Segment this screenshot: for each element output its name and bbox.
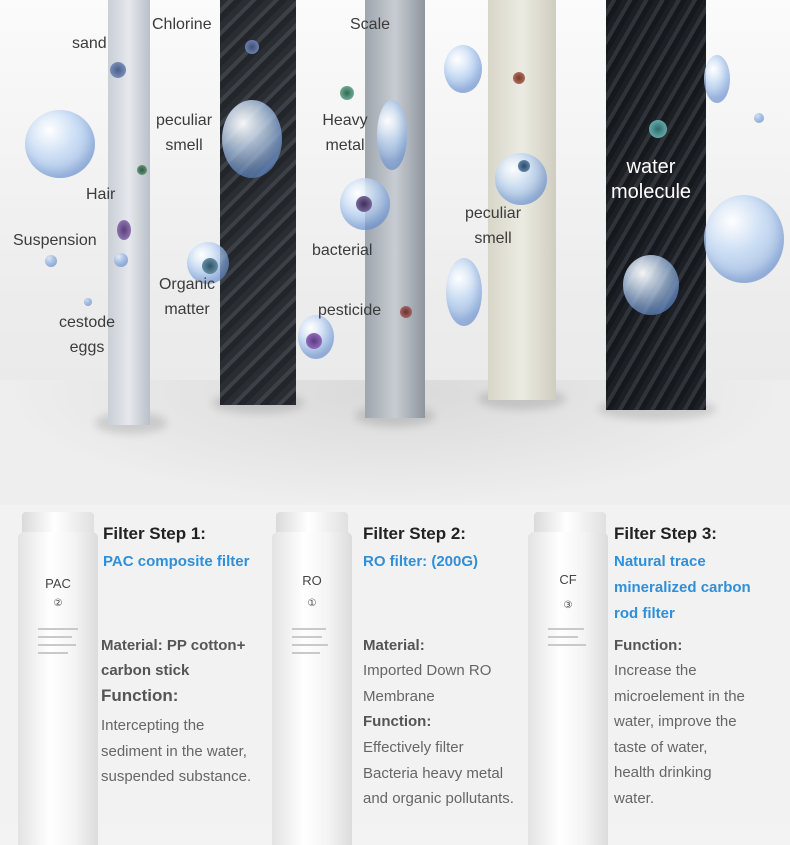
cartridge-fine-print: [38, 652, 68, 654]
cartridge-number: ①: [307, 598, 317, 609]
cartridge-cf: [528, 532, 608, 845]
label-heavy-metal: Heavy metal: [322, 112, 368, 154]
label-hair: Hair: [86, 186, 116, 203]
cartridge-fine-print: [292, 644, 328, 646]
step-2-filter-name: RO filter: (200G): [363, 553, 479, 570]
bacteria-icon: [306, 333, 322, 349]
step-1-material-label: Material: PP cotton+: [101, 637, 246, 654]
cartridge-ro: [272, 532, 352, 845]
label-chlorine: Chlorine: [152, 16, 212, 33]
cartridge-fine-print: [548, 644, 586, 646]
bacteria-icon: [649, 120, 667, 138]
cartridge-fine-print: [38, 644, 76, 646]
water-bubble: [25, 110, 95, 178]
cartridge-label: PAC: [45, 576, 71, 591]
water-bubble: [84, 298, 92, 306]
step-1-function-label: Function:: [101, 686, 179, 705]
cartridge-fine-print: [38, 636, 72, 638]
water-bubble: [704, 195, 784, 283]
filtration-illustration: sand Chlorine peculiar smell Hair Suspen…: [0, 0, 790, 505]
label-organic-matter: Organic matter: [158, 276, 216, 318]
label-sand: sand: [72, 35, 107, 52]
filter-layer-mineral-carbon: [606, 0, 706, 410]
step-2-function-label: Function:: [363, 713, 432, 730]
cartridge-fine-print: [548, 628, 584, 630]
cartridge-pac: [18, 532, 98, 845]
cartridge-fine-print: [38, 628, 78, 630]
suspension-particle-icon: [117, 220, 131, 240]
label-water-molecule: water molecule: [610, 156, 692, 203]
water-bubble: [114, 253, 128, 267]
step-2-function-text: Effectively filter Bacteria heavy metal …: [363, 739, 514, 807]
label-scale: Scale: [350, 16, 391, 33]
step-2-material-label: Material:: [363, 637, 425, 654]
label-pesticide: pesticide: [318, 302, 382, 319]
cartridge-fine-print: [292, 636, 322, 638]
chlorine-particle-icon: [245, 40, 259, 54]
water-bubble: [45, 255, 57, 267]
cartridge-label: RO: [302, 573, 322, 588]
cartridge-label: CF: [559, 572, 577, 587]
label-cestode-eggs: cestode eggs: [58, 314, 116, 356]
step-3-function-label: Function:: [614, 637, 683, 654]
cartridge-fine-print: [548, 636, 578, 638]
step-1-material-value: carbon stick: [101, 662, 190, 679]
step-3-function-text: Increase the microelement in the water, …: [614, 662, 745, 807]
sand-particle-icon: [110, 62, 126, 78]
water-bubble: [623, 255, 679, 315]
water-bubble: [446, 258, 482, 326]
label-peculiar-smell-2: peculiar smell: [464, 205, 522, 247]
water-bubble: [704, 55, 730, 103]
label-peculiar-smell-1: peculiar smell: [155, 112, 213, 154]
organic-particle-icon: [202, 258, 218, 274]
water-bubble: [444, 45, 482, 93]
cartridge-fine-print: [292, 628, 326, 630]
cartridge-number: ②: [53, 598, 63, 609]
pesticide-particle-icon: [400, 306, 412, 318]
cartridge-fine-print: [292, 652, 320, 654]
peculiar-smell-particle-icon: [518, 160, 530, 172]
scale-particle-icon: [513, 72, 525, 84]
water-bubble: [222, 100, 282, 178]
step-3-heading: Filter Step 3:: [614, 524, 717, 543]
step-1-function-text: Intercepting the sediment in the water, …: [101, 717, 252, 785]
water-bubble: [377, 100, 407, 170]
label-bacterial: bacterial: [312, 242, 373, 259]
step-2-heading: Filter Step 2:: [363, 524, 466, 543]
step-2-material-value: Imported Down RO Membrane: [363, 662, 492, 705]
step-1-heading: Filter Step 1:: [103, 524, 206, 543]
step-1-filter-name: PAC composite filter: [103, 553, 250, 570]
hair-particle-icon: [137, 165, 147, 175]
filter-steps-section: [0, 505, 790, 823]
step-3-filter-name: Natural trace mineralized carbon rod fil…: [614, 553, 751, 622]
label-suspension: Suspension: [13, 232, 97, 249]
cartridge-number: ③: [563, 600, 573, 611]
bacteria-icon: [356, 196, 372, 212]
water-bubble: [754, 113, 764, 123]
filter-layer-carbon: [220, 0, 296, 405]
heavy-metal-particle-icon: [340, 86, 354, 100]
